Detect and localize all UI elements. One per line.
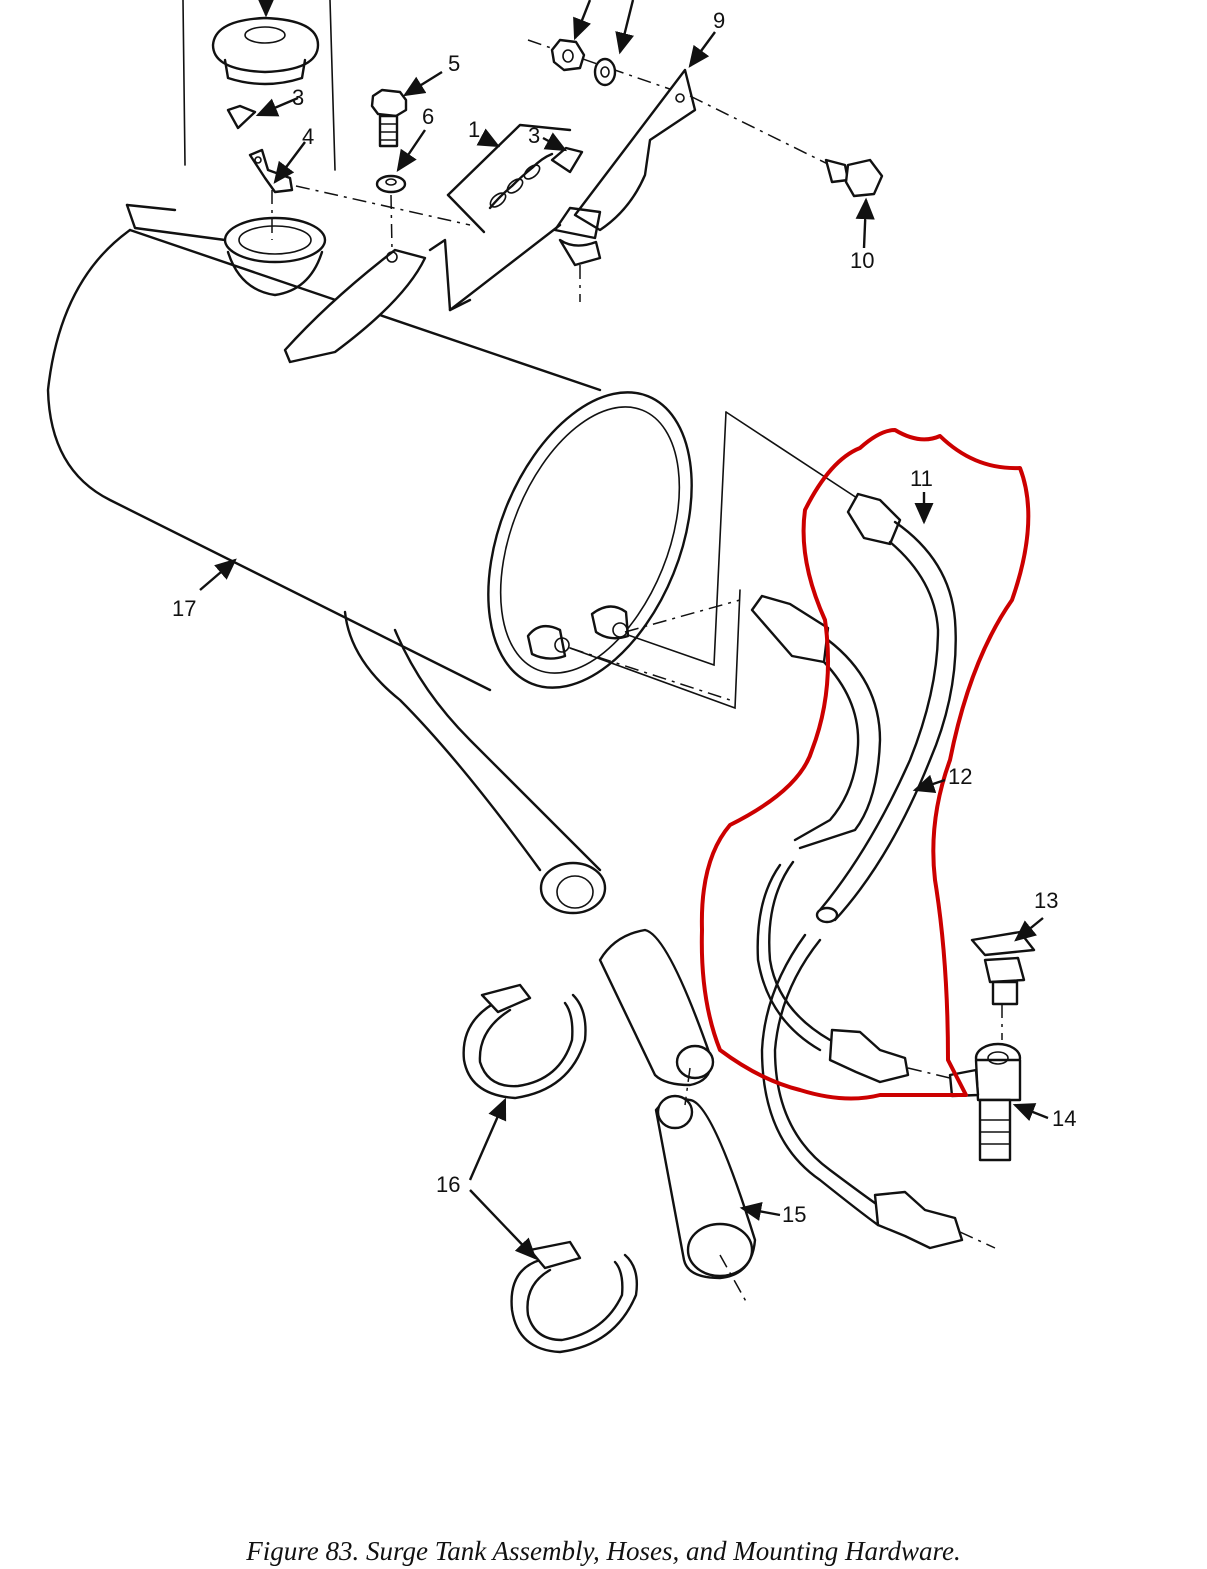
tee-fitting-part-14 (948, 1042, 1022, 1162)
lock-washer-part-6 (375, 174, 407, 194)
surge-tank-exploded-diagram: 1 3 3 4 5 6 9 10 11 12 13 14 15 16 17 (46, 0, 1076, 1354)
clip-part-3 (226, 104, 257, 130)
callout-16: 16 (436, 1172, 460, 1197)
callout-10: 10 (850, 248, 874, 273)
hose-assembly-part-12 (750, 594, 996, 1250)
draincock-part-13 (970, 930, 1036, 1040)
hose-clamps-part-16 (462, 983, 639, 1354)
callout-arrows (199, 0, 1049, 1260)
callout-14: 14 (1052, 1106, 1076, 1131)
coolant-hose-part-15 (598, 928, 757, 1306)
callout-6: 6 (422, 104, 434, 129)
surge-tank-body-part-17 (46, 185, 861, 915)
hose-assembly-part-11 (815, 492, 957, 924)
callout-15: 15 (782, 1202, 806, 1227)
figure-caption: Figure 83. Surge Tank Assembly, Hoses, a… (246, 1536, 961, 1566)
callout-12: 12 (948, 764, 972, 789)
guide-lines (182, 0, 336, 171)
callout-1: 1 (468, 117, 480, 142)
callout-4: 4 (302, 124, 314, 149)
chain-clip-part-4 (248, 148, 294, 194)
callout-17: 17 (172, 596, 196, 621)
chain-part-1 (446, 123, 584, 234)
radiator-cap (211, 16, 320, 86)
bolt-part-10 (689, 95, 884, 198)
bolt-part-5 (370, 88, 408, 148)
callout-9: 9 (713, 8, 725, 33)
callout-5: 5 (448, 51, 460, 76)
callout-3-upper: 3 (292, 85, 304, 110)
callout-3-chain: 3 (528, 123, 540, 148)
nut-and-washer (527, 38, 691, 97)
mounting-bracket-part-9 (553, 68, 697, 302)
callout-13: 13 (1034, 888, 1058, 913)
callout-11: 11 (910, 466, 933, 491)
highlight-outline (699, 428, 1031, 1101)
